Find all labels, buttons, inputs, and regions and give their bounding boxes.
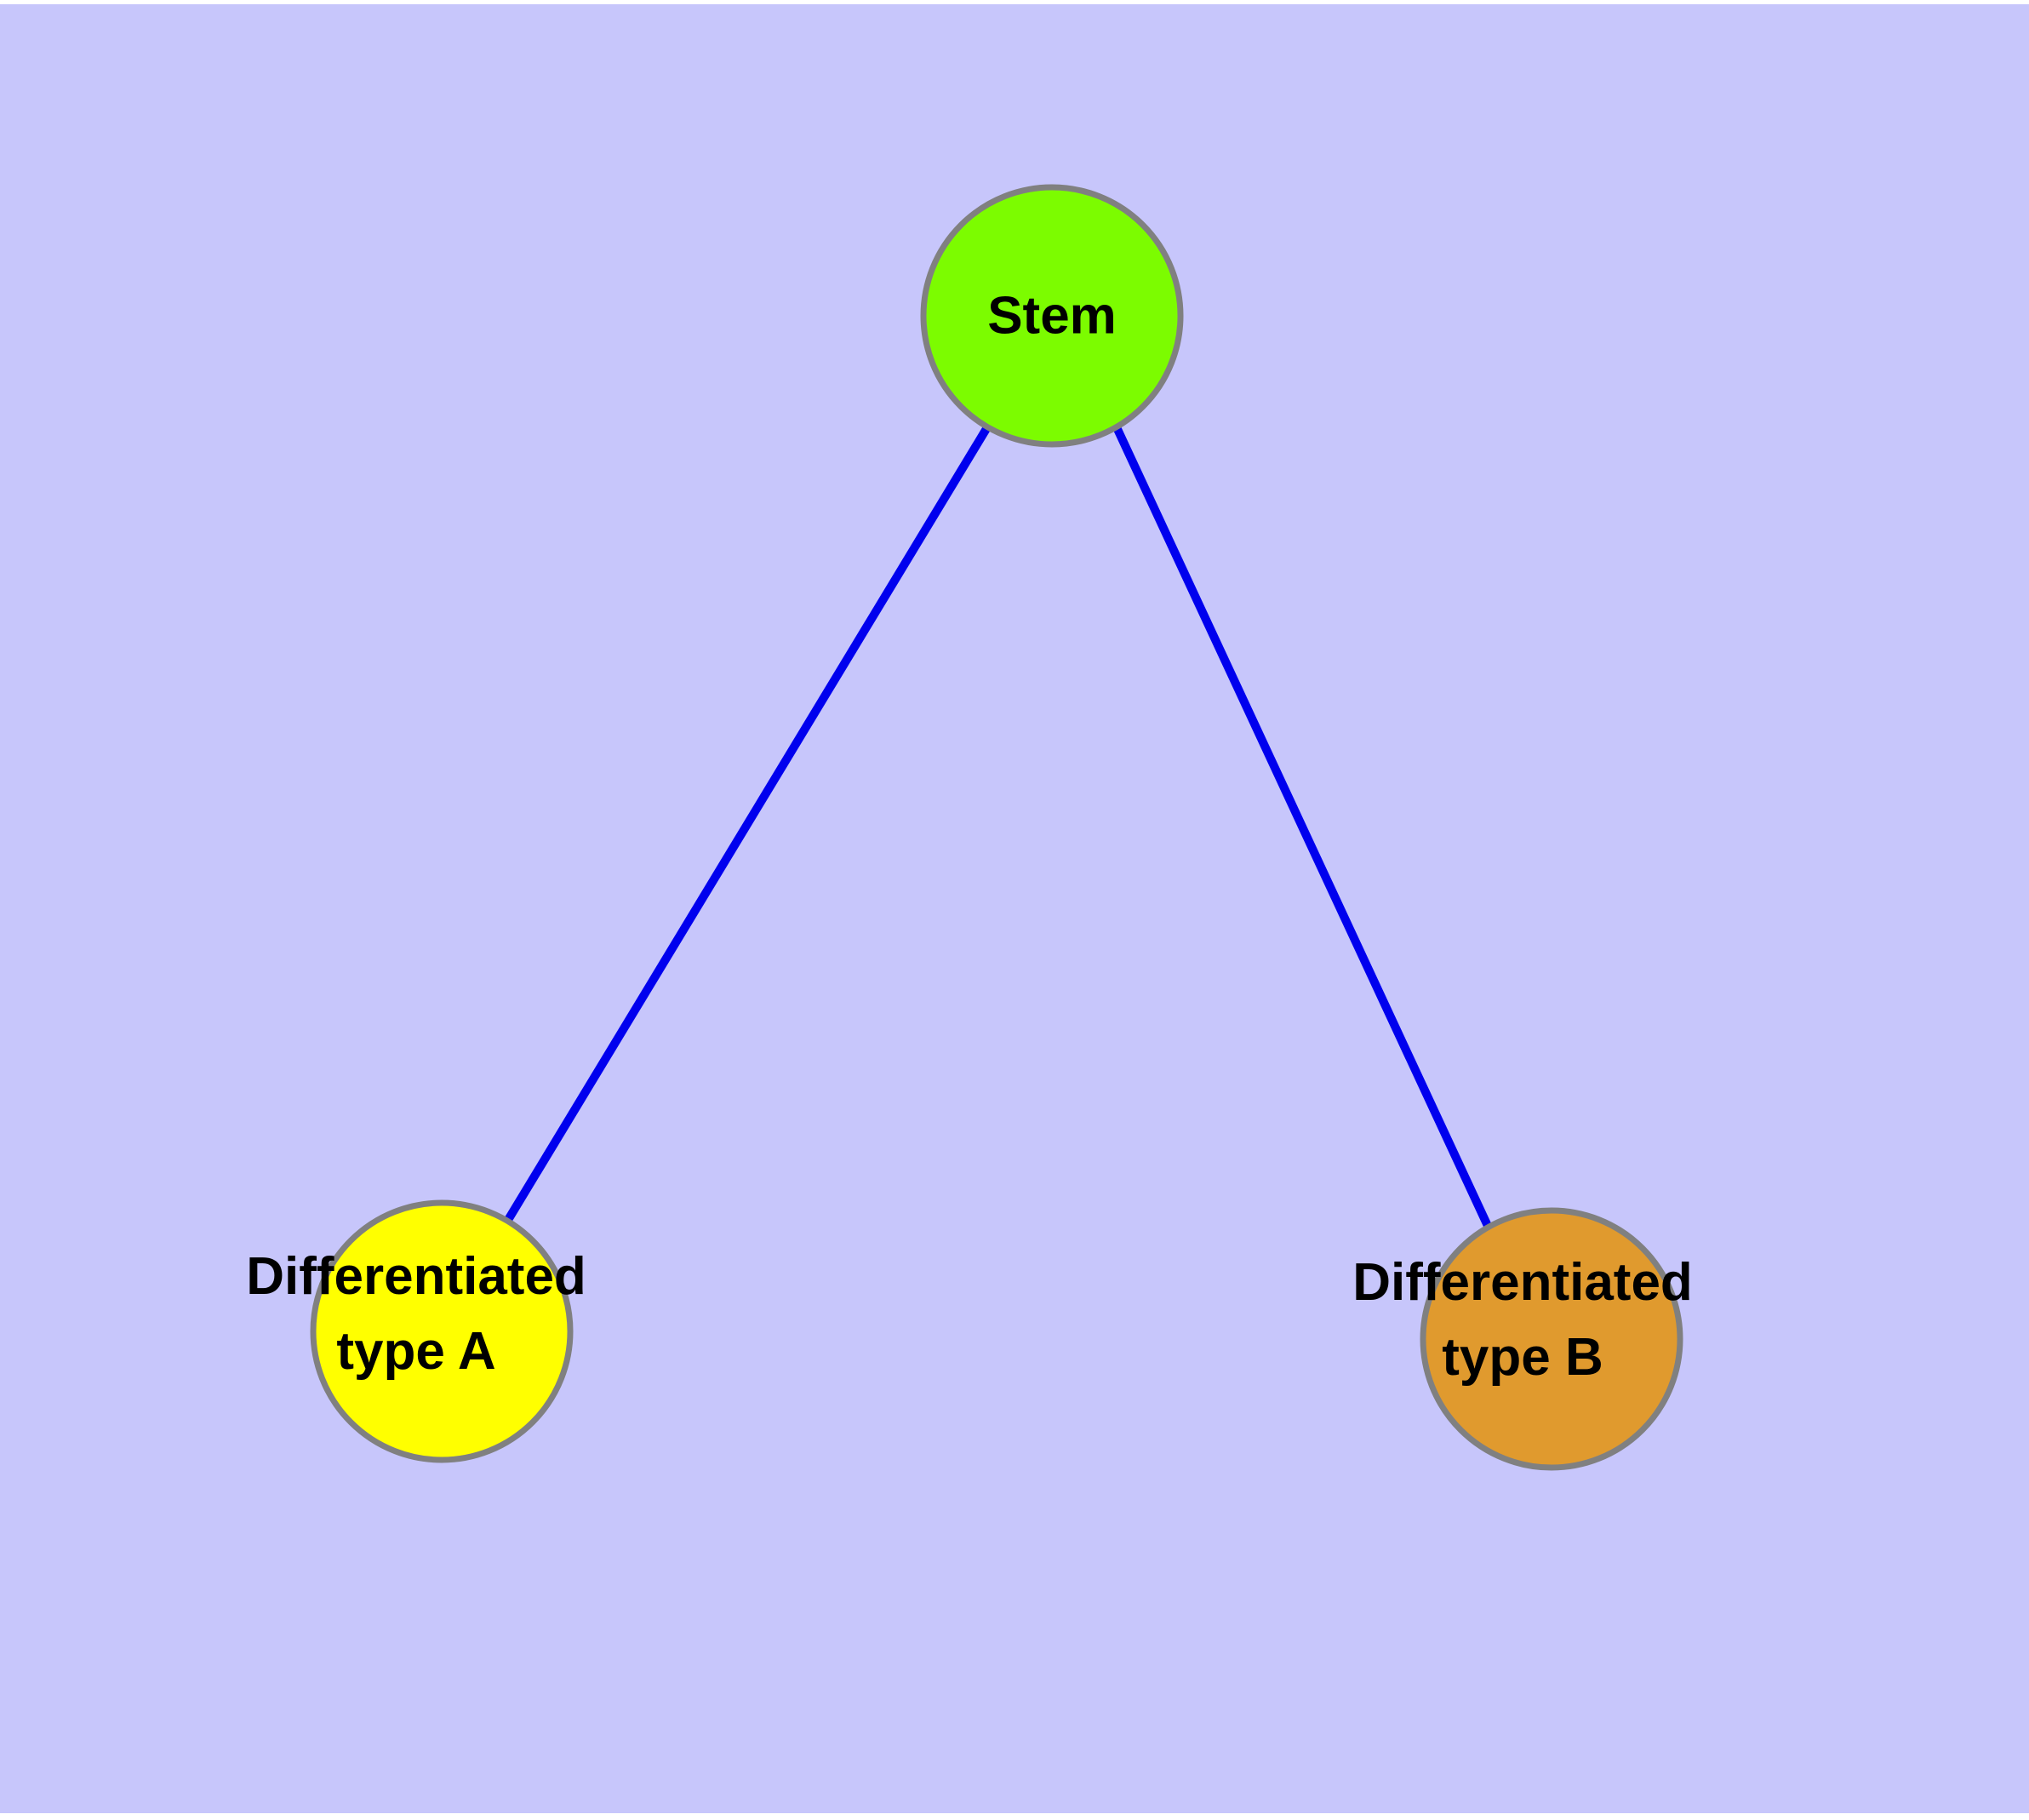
node-differentiated-type-a[interactable] <box>310 1199 574 1463</box>
edge-stem-to-differentiated-b[interactable] <box>1112 425 1492 1228</box>
node-stem-circle[interactable] <box>920 184 1184 448</box>
edges-layer <box>504 425 1492 1228</box>
node-stem-label: Stem <box>987 287 1117 346</box>
node-differentiated-type-b-label: Differentiated type B <box>1352 1253 1693 1387</box>
node-stem[interactable]: Stem <box>920 184 1184 448</box>
nodes-layer: Stem <box>310 184 1683 1471</box>
node-differentiated-type-a-label-line1: Differentiated <box>246 1247 586 1306</box>
edge-stem-to-differentiated-a[interactable] <box>504 425 992 1222</box>
labels-layer: Differentiated type A Differentiated typ… <box>246 1247 1693 1387</box>
node-differentiated-type-a-label-line2: type A <box>336 1322 495 1381</box>
node-differentiated-type-b-circle[interactable] <box>1420 1207 1683 1471</box>
node-differentiated-type-b-label-line1: Differentiated <box>1352 1253 1693 1312</box>
node-differentiated-type-a-label: Differentiated type A <box>246 1247 586 1381</box>
node-differentiated-type-a-circle[interactable] <box>310 1199 574 1463</box>
node-differentiated-type-b-label-line2: type B <box>1442 1328 1603 1387</box>
node-differentiated-type-b[interactable] <box>1420 1207 1683 1471</box>
